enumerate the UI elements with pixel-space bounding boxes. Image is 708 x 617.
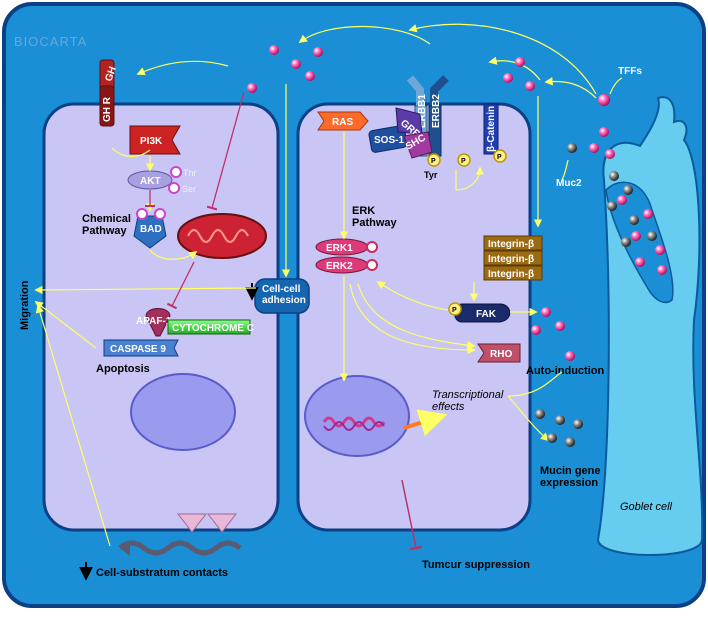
integrin-label-3: Integrin-β (488, 269, 534, 280)
ras-label: RAS (332, 117, 353, 128)
tyr-phospho-2 (457, 153, 471, 167)
caspase9-node (103, 339, 179, 357)
gh-receptor (99, 59, 115, 127)
pi3k-label: PI3K (140, 136, 163, 147)
cytochrome-c-label: CYTOCHROME C (172, 323, 254, 334)
gh-label: GH (103, 65, 118, 83)
contact-triangle-2 (206, 513, 238, 533)
inhibition-lines (144, 91, 245, 310)
tyr-p-label-1: P (431, 158, 436, 165)
erk2-phospho (366, 259, 378, 271)
thr-label: Thr (183, 168, 197, 178)
erbb2-label: ERBB2 (431, 94, 442, 128)
shc-node (403, 131, 433, 159)
tyr-p-label-2: P (461, 158, 466, 165)
akt-label: AKT (140, 176, 161, 187)
dna-strand (322, 416, 386, 428)
apaf1-node (145, 308, 171, 337)
substratum-arrowhead (120, 540, 130, 556)
cytochrome-c-node (167, 319, 251, 335)
bad-phospho-2 (154, 208, 166, 220)
fak-phospho (448, 302, 462, 316)
ghr-label: GH R (102, 96, 113, 122)
goblet-cell (596, 96, 704, 556)
integrin-label-1: Integrin-β (488, 239, 534, 250)
migration-label: Migration (19, 280, 31, 330)
ras-node (317, 111, 369, 131)
catenin-phospho (493, 149, 507, 163)
beta-catenin-label: β-Catenin (486, 106, 497, 152)
caspase9-label: CASPASE 9 (110, 344, 166, 355)
akt-ser-phospho (168, 182, 180, 194)
contact-triangle-1 (176, 513, 208, 533)
apaf1-label: APAF-1 (136, 316, 172, 327)
dna-strand-2 (323, 421, 385, 431)
akt-thr-phospho (170, 166, 182, 178)
transcription-arrow (403, 409, 448, 437)
sos1-label: SOS-1 (374, 135, 404, 146)
bad-phospho-1 (136, 208, 148, 220)
fak-p-label: P (452, 307, 457, 314)
tumor-suppression-inhibit (401, 479, 423, 551)
erk1-label: ERK1 (326, 243, 353, 254)
mitochondrion-cristae (187, 229, 249, 243)
rho-node (477, 343, 521, 363)
erbb2-receptor (428, 75, 449, 157)
catenin-p-label: P (497, 154, 502, 161)
muc2-particles (535, 143, 657, 447)
tyr-label: Tyr (424, 170, 438, 180)
tff-particles (247, 45, 667, 361)
beta-catenin-node (483, 103, 499, 155)
cell-substratum-label: Cell-substratum contacts (96, 567, 228, 579)
goblet-cell-label: Goblet cell (620, 501, 673, 513)
tffs-label: TFFs (618, 66, 642, 77)
middle-nucleus (304, 375, 410, 457)
rho-label: RHO (490, 349, 512, 360)
pi3k-node (129, 125, 181, 155)
integrin-label-2: Integrin-β (488, 254, 534, 265)
left-nucleus (130, 373, 236, 451)
tumor-suppression-label: Tumcur suppression (422, 559, 530, 571)
erbb1-label: ERBB1 (417, 94, 428, 128)
mitochondrion (177, 213, 267, 259)
integrin-node-1 (483, 235, 543, 251)
tyr-phospho-1 (427, 153, 441, 167)
erk2-label: ERK2 (326, 261, 353, 272)
auto-induction-label: Auto-induction (526, 365, 604, 377)
bad-label: BAD (140, 224, 162, 235)
goblet-vacuole (605, 181, 674, 304)
erk1-phospho (366, 241, 378, 253)
apoptosis-label: Apoptosis (96, 363, 150, 375)
fak-label: FAK (476, 309, 497, 320)
yellow-arrows (34, 23, 623, 547)
biocarta-logo: BIOCARTA (14, 34, 87, 49)
muc2-label: Muc2 (556, 178, 582, 189)
integrin-node-2 (483, 250, 543, 266)
integrin-node-3 (483, 265, 543, 281)
ser-label: Ser (182, 184, 196, 194)
substratum-wave (118, 540, 242, 556)
